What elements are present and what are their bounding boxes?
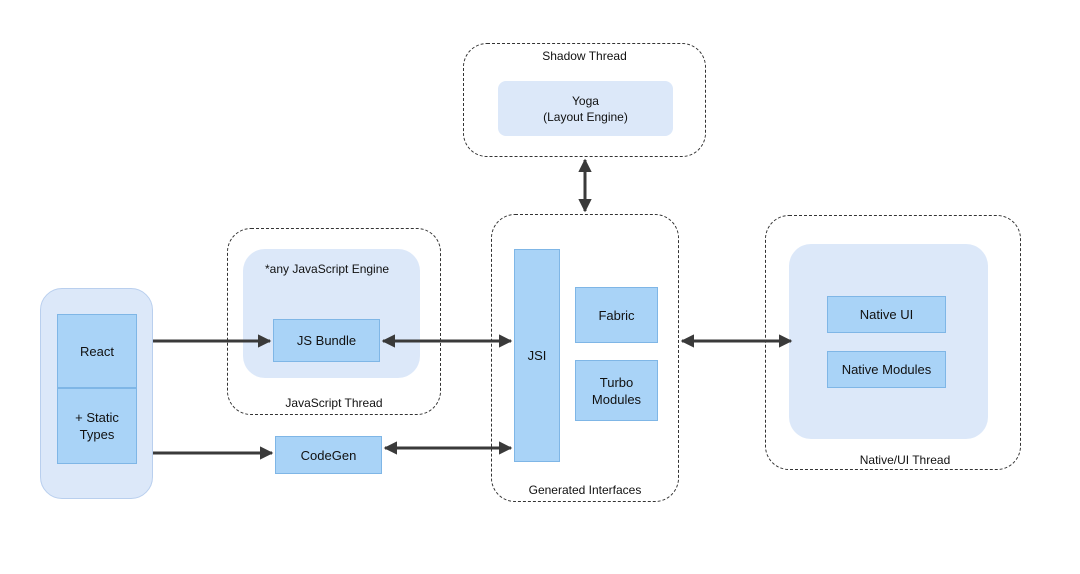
generated-interfaces-label: Generated Interfaces — [528, 483, 642, 497]
turbo-modules-node: Turbo Modules — [575, 360, 658, 421]
js-engine-note: *any JavaScript Engine — [265, 262, 390, 276]
yoga-layout-engine-node: Yoga (Layout Engine) — [498, 81, 673, 136]
static-types-node: + Static Types — [57, 388, 137, 464]
jsi-node: JSI — [514, 249, 560, 462]
fabric-node: Fabric — [575, 287, 658, 343]
native-ui-thread-label: Native/UI Thread — [859, 453, 951, 467]
native-ui-node: Native UI — [827, 296, 946, 333]
native-modules-node: Native Modules — [827, 351, 946, 388]
native-panel — [789, 244, 988, 439]
shadow-thread-group — [463, 43, 706, 157]
react-node: React — [57, 314, 137, 388]
javascript-thread-label: JavaScript Thread — [285, 396, 383, 410]
generated-interfaces-group — [491, 214, 679, 502]
codegen-node: CodeGen — [275, 436, 382, 474]
shadow-thread-label: Shadow Thread — [542, 49, 627, 63]
javascript-thread-group — [227, 228, 441, 415]
js-bundle-node: JS Bundle — [273, 319, 380, 362]
